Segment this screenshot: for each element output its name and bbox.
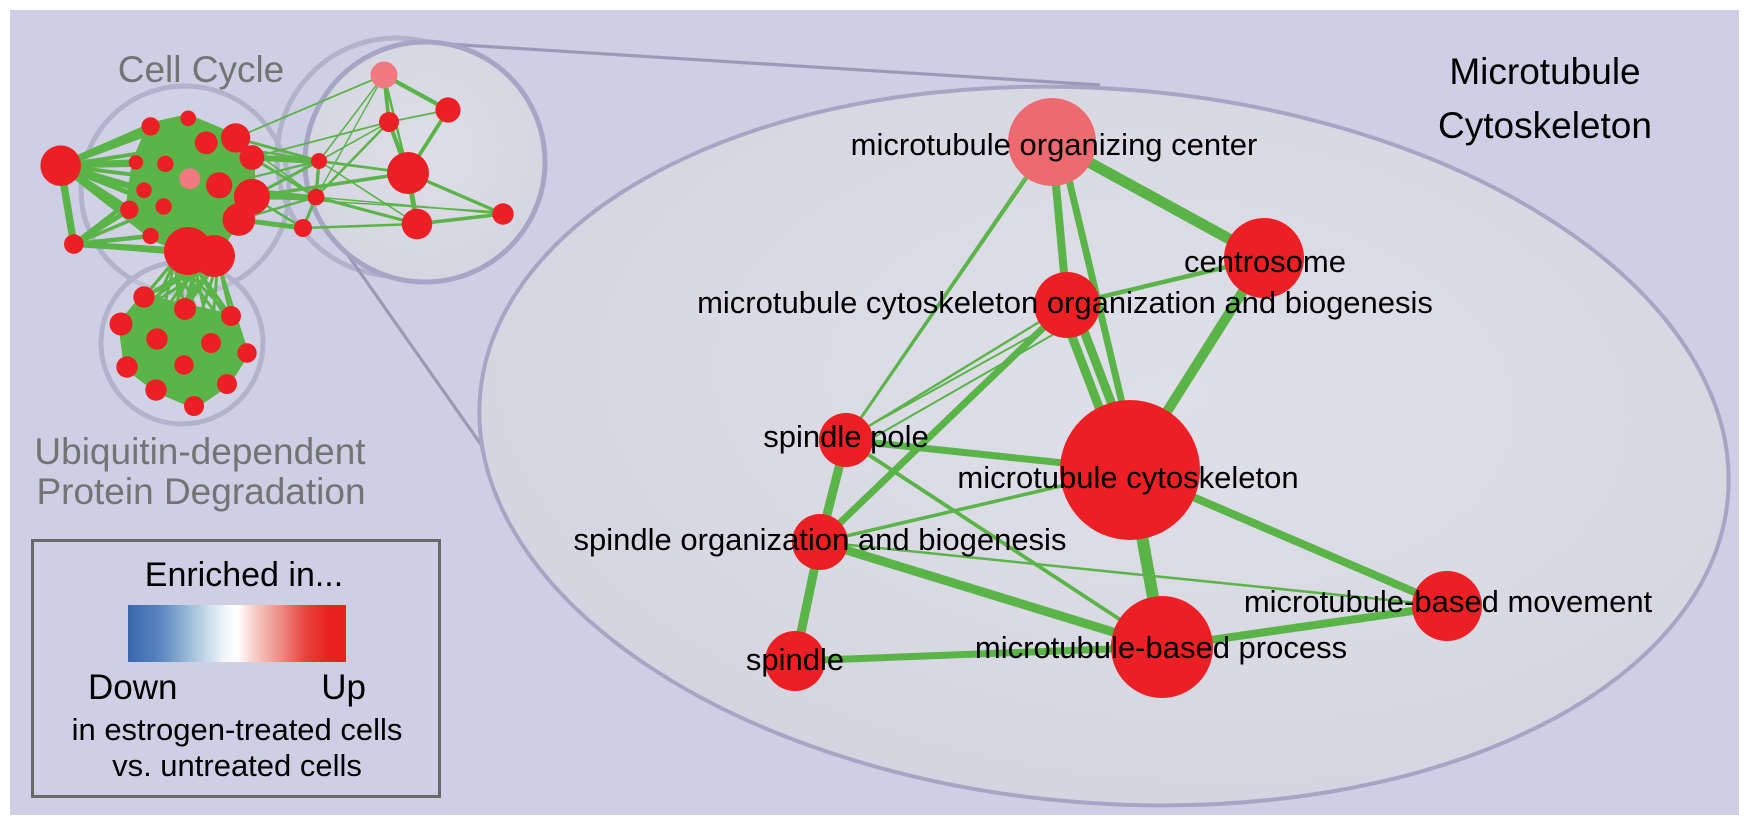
svg-text:microtubule-based process: microtubule-based process	[975, 630, 1347, 665]
svg-text:microtubule-based movement: microtubule-based movement	[1244, 584, 1653, 619]
svg-text:Microtubule: Microtubule	[1449, 51, 1640, 92]
svg-text:microtubule organizing center: microtubule organizing center	[851, 127, 1258, 162]
svg-text:vs. untreated cells: vs. untreated cells	[112, 748, 362, 783]
svg-text:Cell Cycle: Cell Cycle	[118, 49, 285, 90]
svg-text:Up: Up	[321, 668, 366, 707]
svg-text:spindle organization and bioge: spindle organization and biogenesis	[574, 522, 1067, 557]
svg-text:Enriched in...: Enriched in...	[145, 556, 343, 594]
svg-text:microtubule cytoskeleton: microtubule cytoskeleton	[957, 460, 1298, 495]
svg-text:spindle: spindle	[746, 642, 844, 677]
svg-text:spindle pole: spindle pole	[763, 419, 928, 454]
svg-text:in estrogen-treated cells: in estrogen-treated cells	[72, 712, 403, 747]
svg-text:Protein Degradation: Protein Degradation	[36, 471, 365, 512]
svg-text:microtubule cytoskeleton organ: microtubule cytoskeleton organization an…	[697, 285, 1433, 320]
svg-text:centrosome: centrosome	[1184, 244, 1346, 279]
svg-text:Down: Down	[88, 668, 177, 707]
svg-text:Ubiquitin-dependent: Ubiquitin-dependent	[34, 431, 366, 472]
svg-text:Cytoskeleton: Cytoskeleton	[1438, 105, 1652, 146]
